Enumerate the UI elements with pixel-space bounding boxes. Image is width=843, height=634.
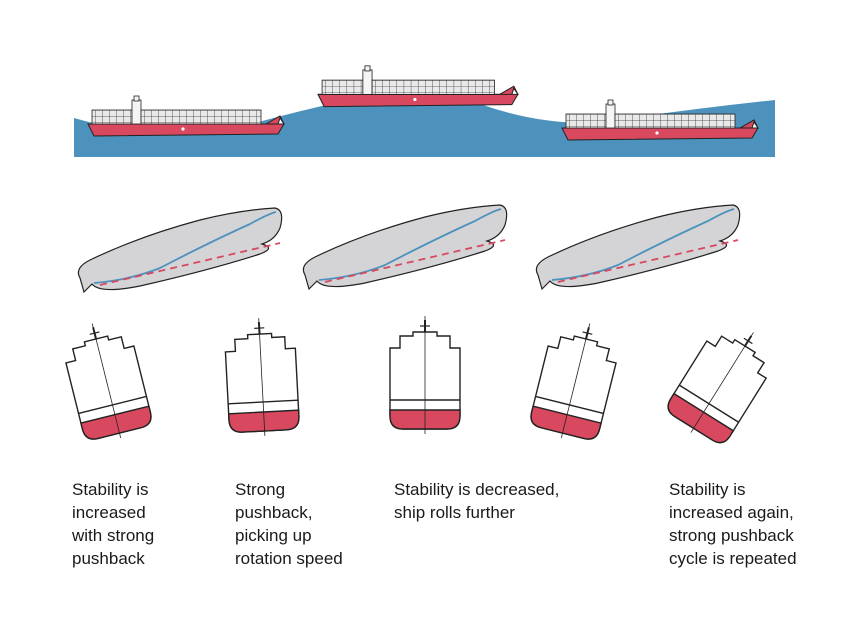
hull-waterline-icon [302, 204, 508, 290]
container-ship-icon [317, 65, 519, 108]
ship-cross-section-icon [526, 313, 625, 448]
container-ship-icon [87, 95, 285, 137]
caption-4: Stability is increased again, strong pus… [669, 480, 797, 568]
hull-waterline-icon [77, 207, 283, 293]
cross-sections [57, 312, 785, 453]
sea-wave [74, 94, 775, 157]
ship-cross-section-icon [389, 315, 461, 435]
caption-1: Stability is increased with strong pushb… [72, 480, 155, 568]
caption-2: Strong pushback, picking up rotation spe… [235, 480, 343, 568]
ship-cross-section-icon [222, 315, 301, 439]
caption-3: Stability is decreased, ship rolls furth… [394, 480, 560, 522]
ship-cross-section-icon [660, 312, 785, 453]
ship-cross-section-icon [57, 313, 156, 448]
hull-waterline-icon [535, 204, 741, 290]
